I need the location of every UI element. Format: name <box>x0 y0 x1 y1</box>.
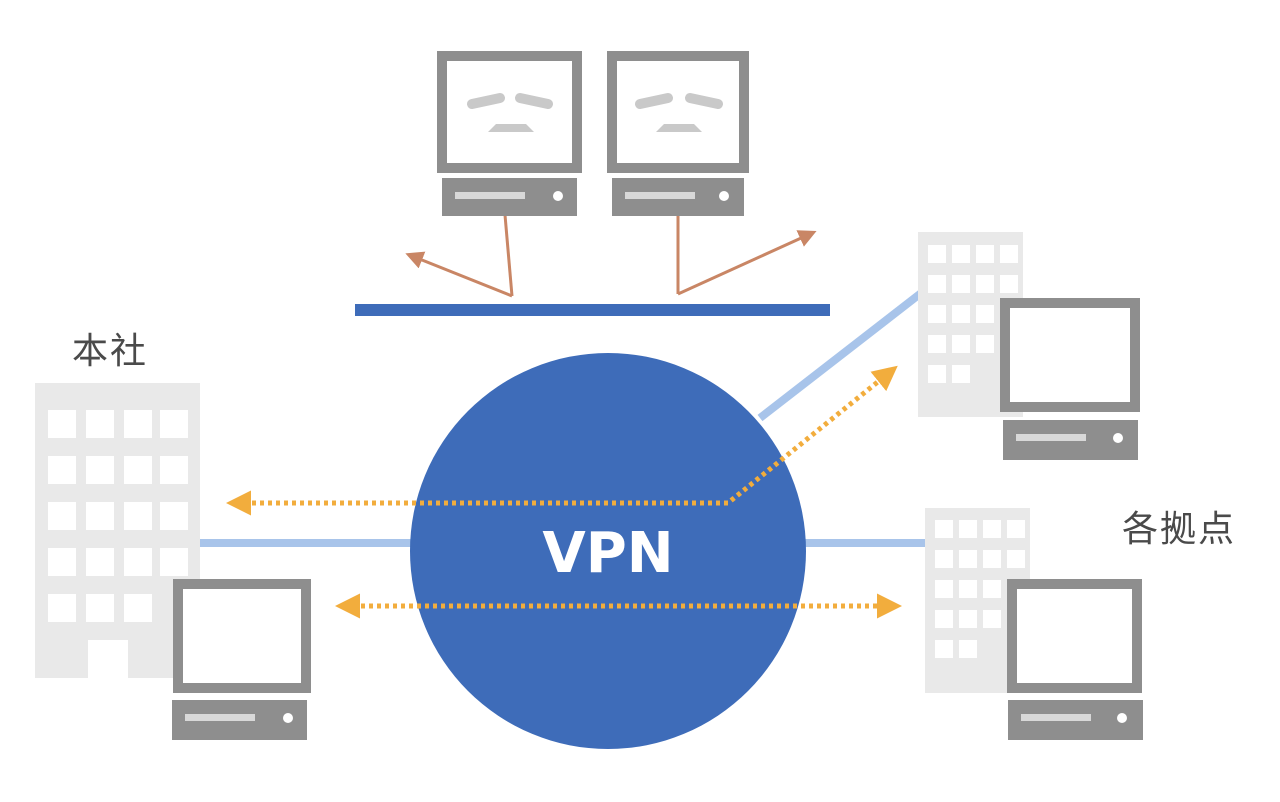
tunnel-arrow-hq-to-branch1 <box>226 365 898 516</box>
hq-building-icon <box>35 383 200 678</box>
branch2-computer-icon <box>1007 579 1143 740</box>
branches-label: 各拠点 <box>1122 509 1237 550</box>
branch2-building-icon <box>925 508 1030 693</box>
attacker-arrow-left <box>503 214 514 297</box>
attacker-arrow-right-head <box>677 230 817 296</box>
unhappy-computer-icon <box>437 51 582 216</box>
vpn-label: VPN <box>542 521 673 586</box>
unhappy-computer-icon <box>607 51 749 216</box>
branch1-computer-icon <box>1000 298 1140 460</box>
headquarters-label: 本社 <box>72 331 149 372</box>
attacker-arrow-left-head <box>405 251 513 298</box>
public-network-line <box>355 304 830 316</box>
hq-computer-icon <box>172 579 311 740</box>
